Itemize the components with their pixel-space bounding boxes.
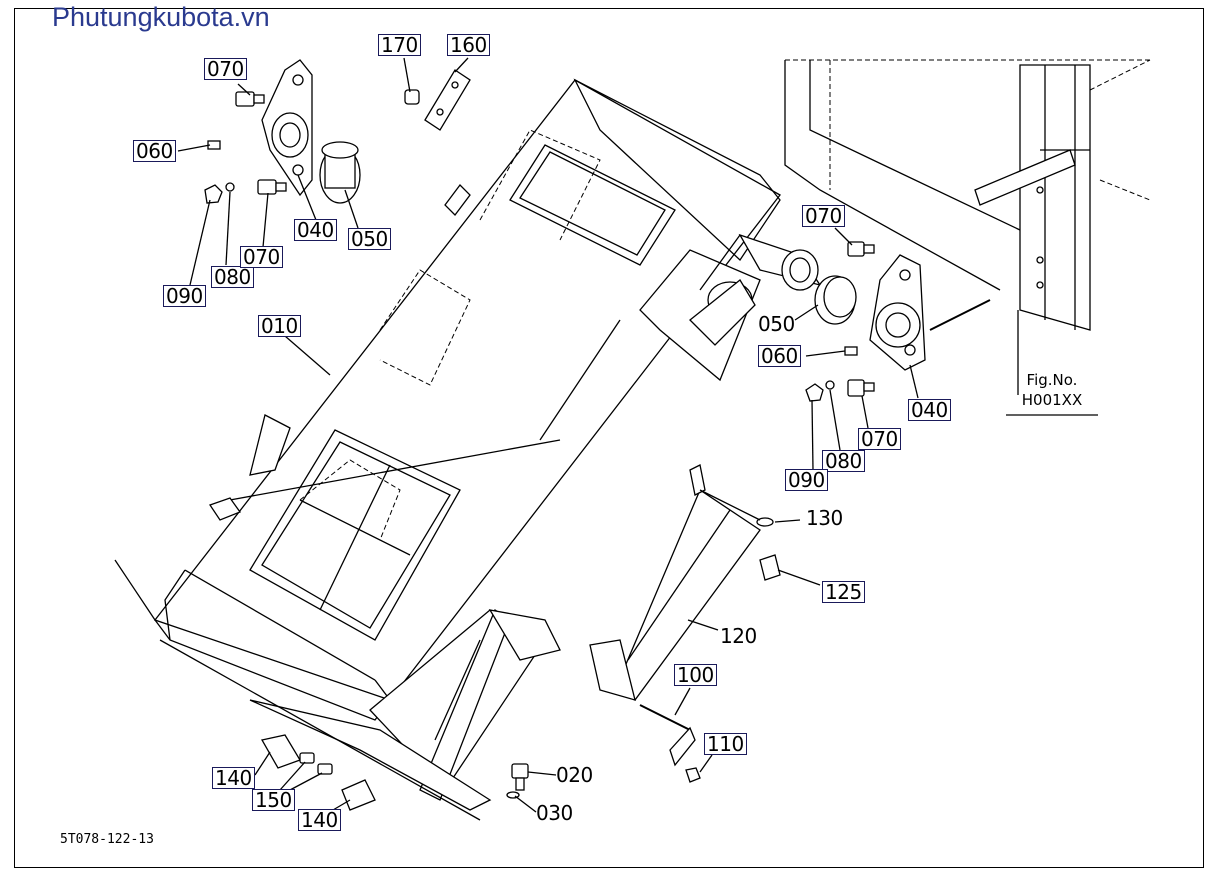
callout-050[interactable]: 050 [348, 228, 391, 250]
callout-140[interactable]: 140 [298, 809, 341, 831]
pin-130 [699, 489, 774, 527]
callout-125[interactable]: 125 [822, 581, 865, 603]
leader-lines [177, 57, 1098, 813]
callout-060[interactable]: 060 [758, 345, 801, 367]
callout-070[interactable]: 070 [802, 205, 845, 227]
background-assembly [784, 59, 1151, 331]
callout-110[interactable]: 110 [704, 733, 747, 755]
watermark: Phutungkubota.vn [52, 2, 270, 32]
figure-reference: Fig.No. H001XX [1006, 370, 1098, 410]
bolt-020-washer-030 [506, 763, 529, 799]
callout-040[interactable]: 040 [908, 399, 951, 421]
hardware-left [204, 89, 420, 204]
callout-040[interactable]: 040 [294, 219, 337, 241]
pivot-shaft [689, 233, 822, 346]
rod-100 [639, 704, 701, 783]
callout-150[interactable]: 150 [252, 789, 295, 811]
bearing-bracket-040-right [869, 254, 926, 371]
lower-bracket [159, 609, 561, 821]
callout-050[interactable]: 050 [758, 312, 795, 336]
drawing-frame [14, 8, 1204, 868]
bolts-150 [299, 752, 333, 775]
callout-080[interactable]: 080 [211, 266, 254, 288]
callout-060[interactable]: 060 [133, 140, 176, 162]
callout-010[interactable]: 010 [258, 315, 301, 337]
bushing-050-left [319, 141, 361, 204]
cover-120 [589, 464, 781, 701]
callout-140[interactable]: 140 [212, 767, 255, 789]
callout-100[interactable]: 100 [674, 664, 717, 686]
callout-080[interactable]: 080 [822, 450, 865, 472]
callout-070[interactable]: 070 [240, 246, 283, 268]
callout-170[interactable]: 170 [378, 34, 421, 56]
plate-160 [424, 69, 471, 131]
figure-code: 5T078-122-13 [60, 832, 154, 847]
callout-090[interactable]: 090 [163, 285, 206, 307]
callout-020[interactable]: 020 [556, 763, 593, 787]
callout-130[interactable]: 130 [806, 506, 843, 530]
callout-070[interactable]: 070 [204, 58, 247, 80]
figure-ref-label: Fig.No. [1026, 371, 1078, 389]
clips-140 [260, 734, 376, 811]
bushing-050-right [814, 275, 857, 325]
callout-160[interactable]: 160 [447, 34, 490, 56]
callout-120[interactable]: 120 [720, 624, 757, 648]
bearing-bracket-040-left [261, 59, 313, 197]
callout-090[interactable]: 090 [785, 469, 828, 491]
callout-070[interactable]: 070 [858, 428, 901, 450]
hardware-right [805, 241, 991, 402]
figure-ref-number: H001XX [1021, 391, 1083, 409]
callout-030[interactable]: 030 [536, 801, 573, 825]
